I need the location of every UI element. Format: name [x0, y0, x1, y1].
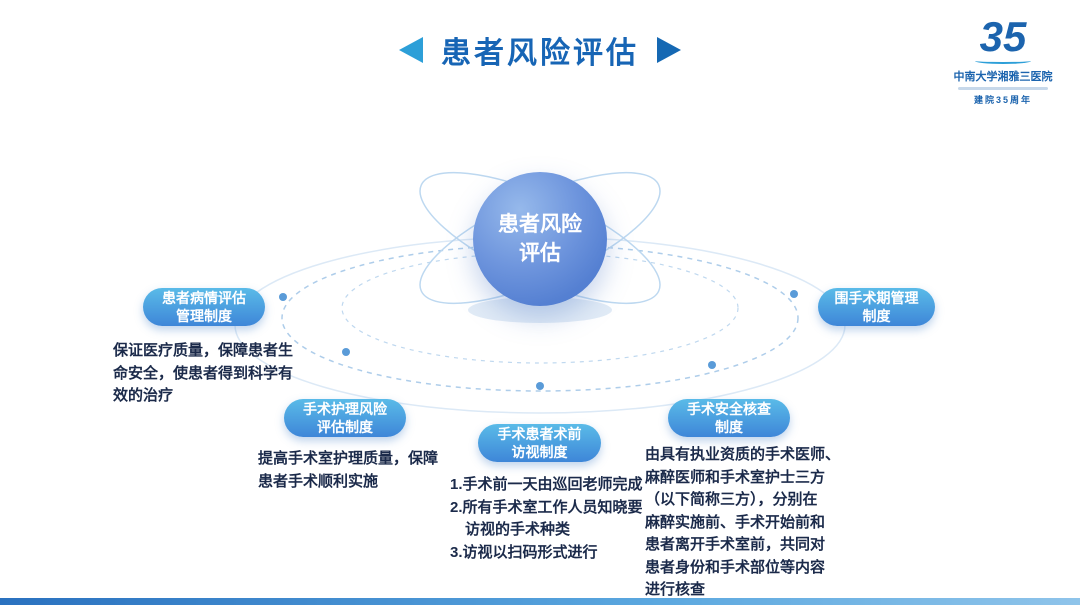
node-preoperative-visit: 手术患者术前 访视制度: [478, 424, 601, 462]
page-title: 患者风险评估: [441, 37, 639, 70]
orbit-dot-right: [790, 290, 798, 298]
node-patient-condition-assessment: 患者病情评估 管理制度: [143, 288, 265, 326]
logo-swoosh-icon: [975, 58, 1031, 64]
node-perioperative-management: 围手术期管理 制度: [818, 288, 935, 326]
desc-preoperative-visit: 1.手术前一天由巡回老师完成 2.所有手术室工作人员知晓要 访视的手术种类 3.…: [450, 476, 643, 561]
node-surgical-safety-check: 手术安全核查 制度: [668, 399, 790, 437]
desc-surgical-nursing-risk: 提高手术室护理质量，保障 患者手术顺利实施: [258, 450, 439, 490]
hospital-name: 中南大学湘雅三医院: [953, 71, 1053, 83]
desc-patient-condition-assessment: 保证医疗质量，保障患者生 命安全，使患者得到科学有 效的治疗: [113, 342, 294, 404]
orbit-dot-bottom: [536, 382, 544, 390]
slide-title-row: 患者风险评估: [0, 28, 1080, 72]
center-node-patient-risk: 患者风险 评估: [473, 172, 607, 306]
orbit-dot-left: [279, 293, 287, 301]
title-arrow-left-icon: [399, 37, 423, 63]
logo-35-icon: 35: [979, 13, 1027, 60]
logo-divider: [958, 87, 1048, 90]
anniversary-label: 建院35周年: [973, 95, 1032, 105]
title-arrow-right-icon: [657, 37, 681, 63]
orbit-dot-lower-right: [708, 361, 716, 369]
hospital-logo: 35 中南大学湘雅三医院 建院35周年: [938, 16, 1068, 106]
orbit-dot-lower-left: [342, 348, 350, 356]
bottom-accent-bar: [0, 598, 1080, 605]
desc-surgical-safety-check: 由具有执业资质的手术医师、 麻醉医师和手术室护士三方 （以下简称三方），分别在 …: [645, 446, 841, 598]
